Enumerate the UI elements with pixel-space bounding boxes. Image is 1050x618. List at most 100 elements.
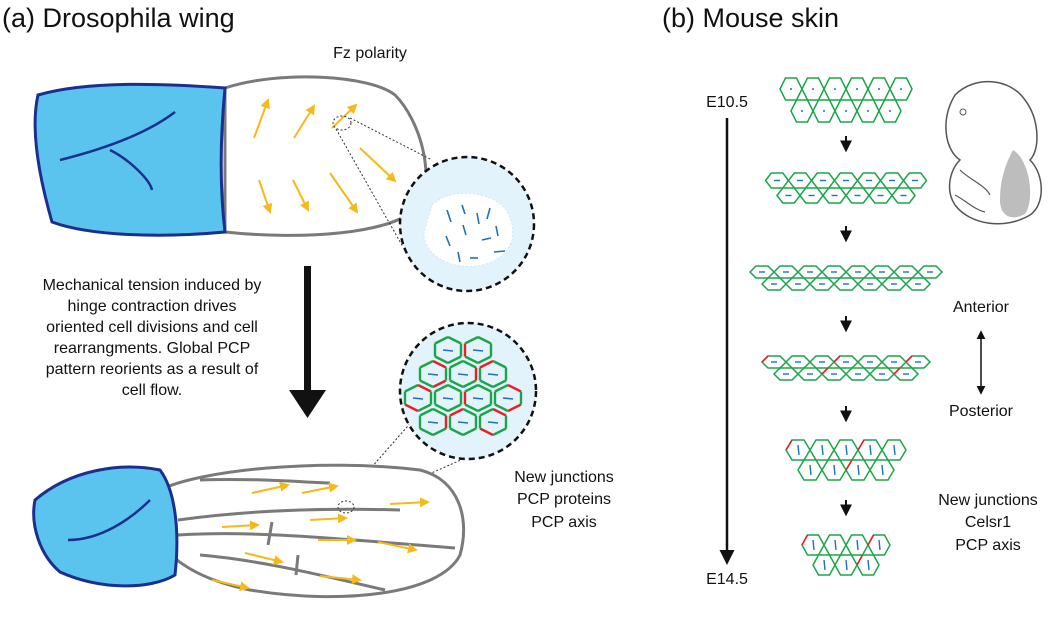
pcp-axis-mark	[833, 464, 836, 476]
cell-junction	[492, 379, 507, 389]
cell-junction	[434, 403, 449, 413]
cell-patch	[423, 192, 514, 267]
hinge-vein	[67, 499, 151, 542]
wing-vein	[199, 477, 331, 485]
pcp-axis-mark	[801, 110, 803, 112]
zoom-region-marker	[337, 500, 355, 514]
new-junction	[785, 439, 793, 451]
panel-b-title: (b) Mouse skin	[662, 3, 839, 33]
top-wing-hinge	[33, 82, 227, 237]
fz-arrow	[377, 541, 418, 554]
bottom-magnifier	[398, 321, 538, 461]
zoom-line	[339, 417, 416, 504]
wing-veins	[177, 477, 456, 592]
pcp-axis-mark	[900, 88, 902, 90]
pcp-axis-mark	[867, 110, 869, 112]
pcp-axis-mark	[809, 464, 812, 476]
legend-new-junctions: New junctions	[938, 492, 1038, 509]
pcp-axis-mark	[845, 559, 848, 571]
fz-arrow	[331, 103, 358, 129]
zoom-region-marker	[332, 115, 352, 131]
cell-junction	[462, 379, 477, 389]
legend-pcp-axis: PCP axis	[955, 537, 1021, 554]
new-junction	[857, 439, 865, 451]
pcp-axis-mark	[797, 444, 800, 456]
pcp-axis-mark	[823, 559, 826, 571]
skin-stage	[785, 439, 907, 481]
cell-junction	[477, 383, 492, 393]
hinge-vein	[59, 111, 176, 162]
new-junction	[905, 355, 913, 363]
pcp-axis-mark	[487, 421, 499, 424]
fz-polarity-arrows	[211, 481, 430, 592]
time-end-label: E14.5	[706, 571, 748, 588]
fz-arrow	[211, 579, 250, 592]
cell-junction	[432, 427, 447, 437]
pcp-axis-mark	[857, 464, 860, 476]
cell-junction	[477, 355, 492, 365]
cell-junction	[462, 427, 477, 437]
cell-junction	[447, 383, 462, 393]
fz-arrow	[251, 481, 290, 494]
pcp-axis-mark	[472, 397, 484, 400]
description-text: Mechanical tension induced by hinge cont…	[43, 277, 262, 399]
cell-junction	[447, 355, 462, 365]
legend-a: New junctions PCP proteins PCP axis	[514, 469, 614, 531]
new-junction	[821, 367, 829, 375]
legend-celsr1: Celsr1	[965, 514, 1011, 531]
panel-a-title: (a) Drosophila wing	[2, 3, 235, 33]
legend-pcp-axis: PCP axis	[531, 514, 597, 531]
pcp-axis-mark	[457, 421, 469, 424]
pcp-axis-mark	[845, 444, 848, 456]
embryo-illustration	[945, 81, 1042, 225]
bottom-wing-blade	[158, 463, 466, 599]
pcp-axis-mark	[476, 212, 480, 225]
skin-stage	[748, 265, 944, 291]
pcp-axis-mark	[493, 250, 506, 253]
cell-junction	[419, 359, 434, 369]
skin-stages	[748, 77, 944, 576]
fz-arrow	[244, 552, 284, 565]
cell-junction	[419, 407, 434, 417]
pcp-axis-mark	[427, 421, 439, 424]
description-line: Mechanical tension induced by	[43, 277, 262, 294]
pcp-axis-mark	[457, 251, 461, 263]
cell-junction	[434, 383, 449, 393]
cell-junction	[477, 403, 492, 413]
pcp-axis-mark	[487, 373, 499, 376]
cell-junction	[507, 383, 522, 393]
cell-junction	[479, 427, 494, 437]
skin-stage	[801, 534, 891, 576]
cell-junction	[494, 383, 509, 393]
pcp-axis-mark	[834, 539, 837, 551]
cell-junction	[507, 403, 522, 413]
cell-junction	[419, 379, 434, 389]
fz-arrow	[319, 574, 362, 585]
pcp-axis-mark	[486, 207, 491, 220]
cell-junction	[447, 335, 462, 345]
fz-arrow	[253, 98, 270, 139]
pcp-axis-mark	[457, 373, 469, 376]
fz-arrow	[258, 179, 273, 214]
new-junction	[856, 554, 864, 566]
new-junction	[867, 534, 875, 546]
description-line: oriented cell divisions and cell	[46, 319, 258, 336]
cell-junction	[434, 355, 449, 365]
new-junction	[893, 367, 901, 375]
cell-junction	[479, 407, 494, 417]
cell-junction	[417, 383, 432, 393]
pcp-axis-mark	[856, 539, 859, 551]
legend-b: New junctions Celsr1 PCP axis	[938, 492, 1038, 554]
cell-junction	[449, 407, 464, 417]
pcp-axis-mark	[462, 224, 467, 236]
pcp-axis-mark	[442, 397, 454, 400]
pcp-axis-mark	[867, 559, 870, 571]
cell-junction	[404, 383, 419, 393]
hinge-vein	[109, 148, 154, 191]
bottom-wing	[32, 463, 466, 599]
pcp-axis-mark	[446, 209, 452, 223]
cell-junction	[464, 383, 479, 393]
cell-junction	[417, 403, 432, 413]
cell-junction	[464, 403, 479, 413]
skin-stage	[764, 172, 928, 204]
